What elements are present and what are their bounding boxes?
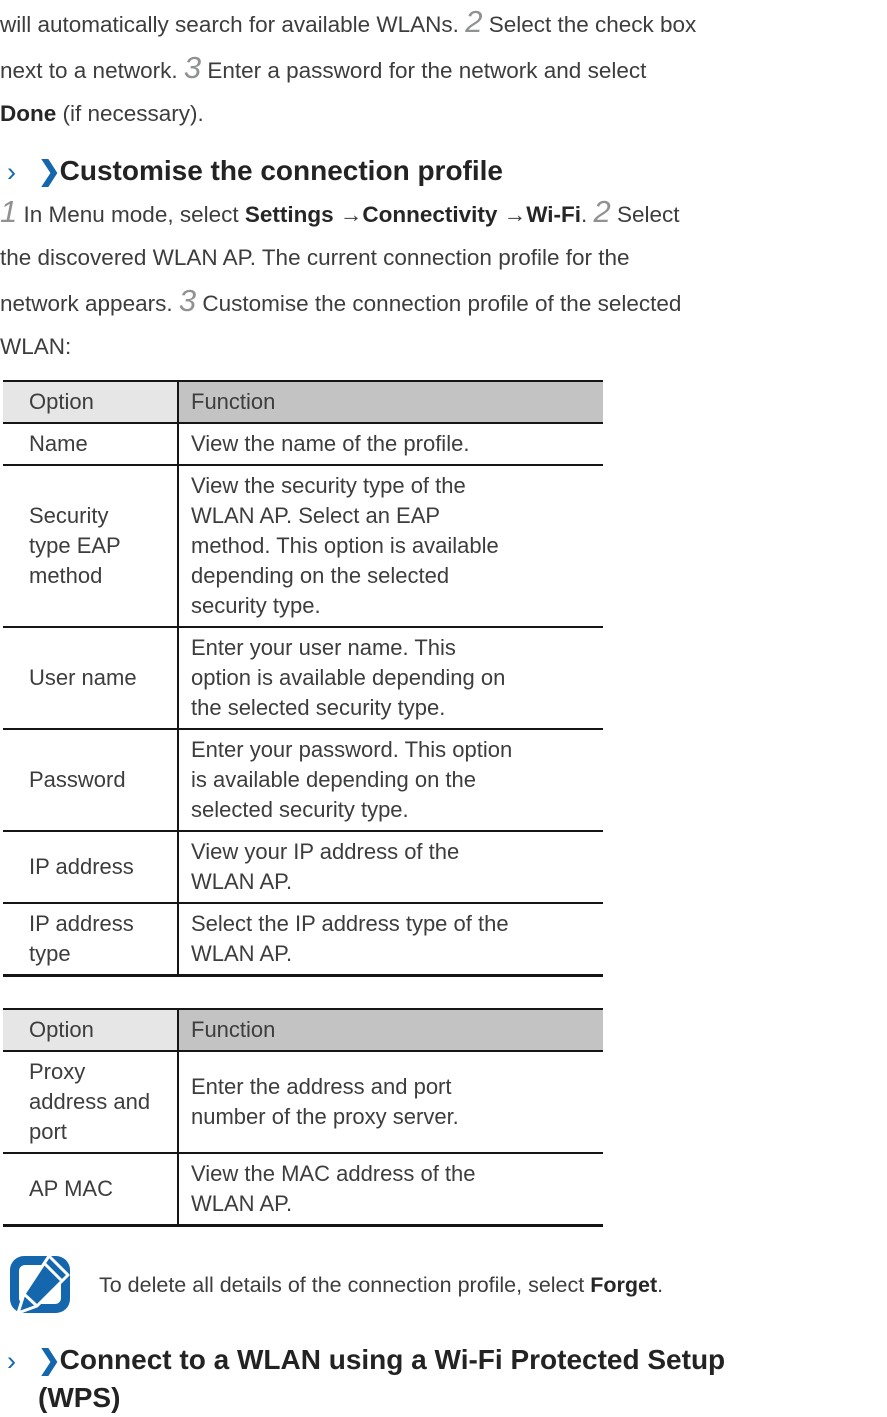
option-cell: Password	[29, 767, 126, 792]
note-block: To delete all details of the connection …	[8, 1254, 881, 1315]
table-header-row: Option Function	[3, 1009, 603, 1051]
option-cell: AP MAC	[29, 1176, 113, 1201]
option-cell: Name	[29, 431, 88, 456]
note-text: To delete all details of the connection …	[99, 1272, 664, 1297]
column-header-function: Function	[177, 381, 603, 423]
section-heading-wps: › ❯Connect to a WLAN using a Wi-Fi Protec…	[0, 1341, 887, 1417]
table-header-row: Option Function	[3, 381, 603, 423]
section-heading-customise-profile: › ❯Customise the connection profile	[0, 152, 887, 190]
column-header-function: Function	[177, 1009, 603, 1051]
table-row: Name View the name of the profile.	[3, 423, 603, 465]
chevron-icon: ❯	[38, 156, 61, 186]
chevron-small-icon: ›	[7, 157, 16, 187]
column-header-option: Option	[3, 1009, 178, 1051]
option-function-table-1: Option Function Name View the name of th…	[3, 380, 603, 977]
table-row: Password Enter your password. This optio…	[3, 729, 603, 831]
chevron-small-icon: ›	[7, 1346, 16, 1376]
manual-page: will automatically search for available …	[0, 4, 887, 1413]
function-cell: View the name of the profile.	[177, 423, 603, 465]
steps-paragraph: 1 In Menu mode, select Settings →Connect…	[0, 194, 682, 359]
option-cell: IP address	[29, 854, 134, 879]
intro-paragraph: will automatically search for available …	[0, 4, 697, 126]
section-heading-text: Customise the connection profile	[59, 155, 504, 186]
column-header-option: Option	[3, 381, 178, 423]
section-heading-text: Connect to a WLAN using a Wi-Fi Protecte…	[38, 1344, 726, 1413]
option-cell: User name	[29, 665, 137, 690]
note-pencil-icon	[10, 1254, 70, 1315]
chevron-icon: ❯	[38, 1345, 61, 1375]
